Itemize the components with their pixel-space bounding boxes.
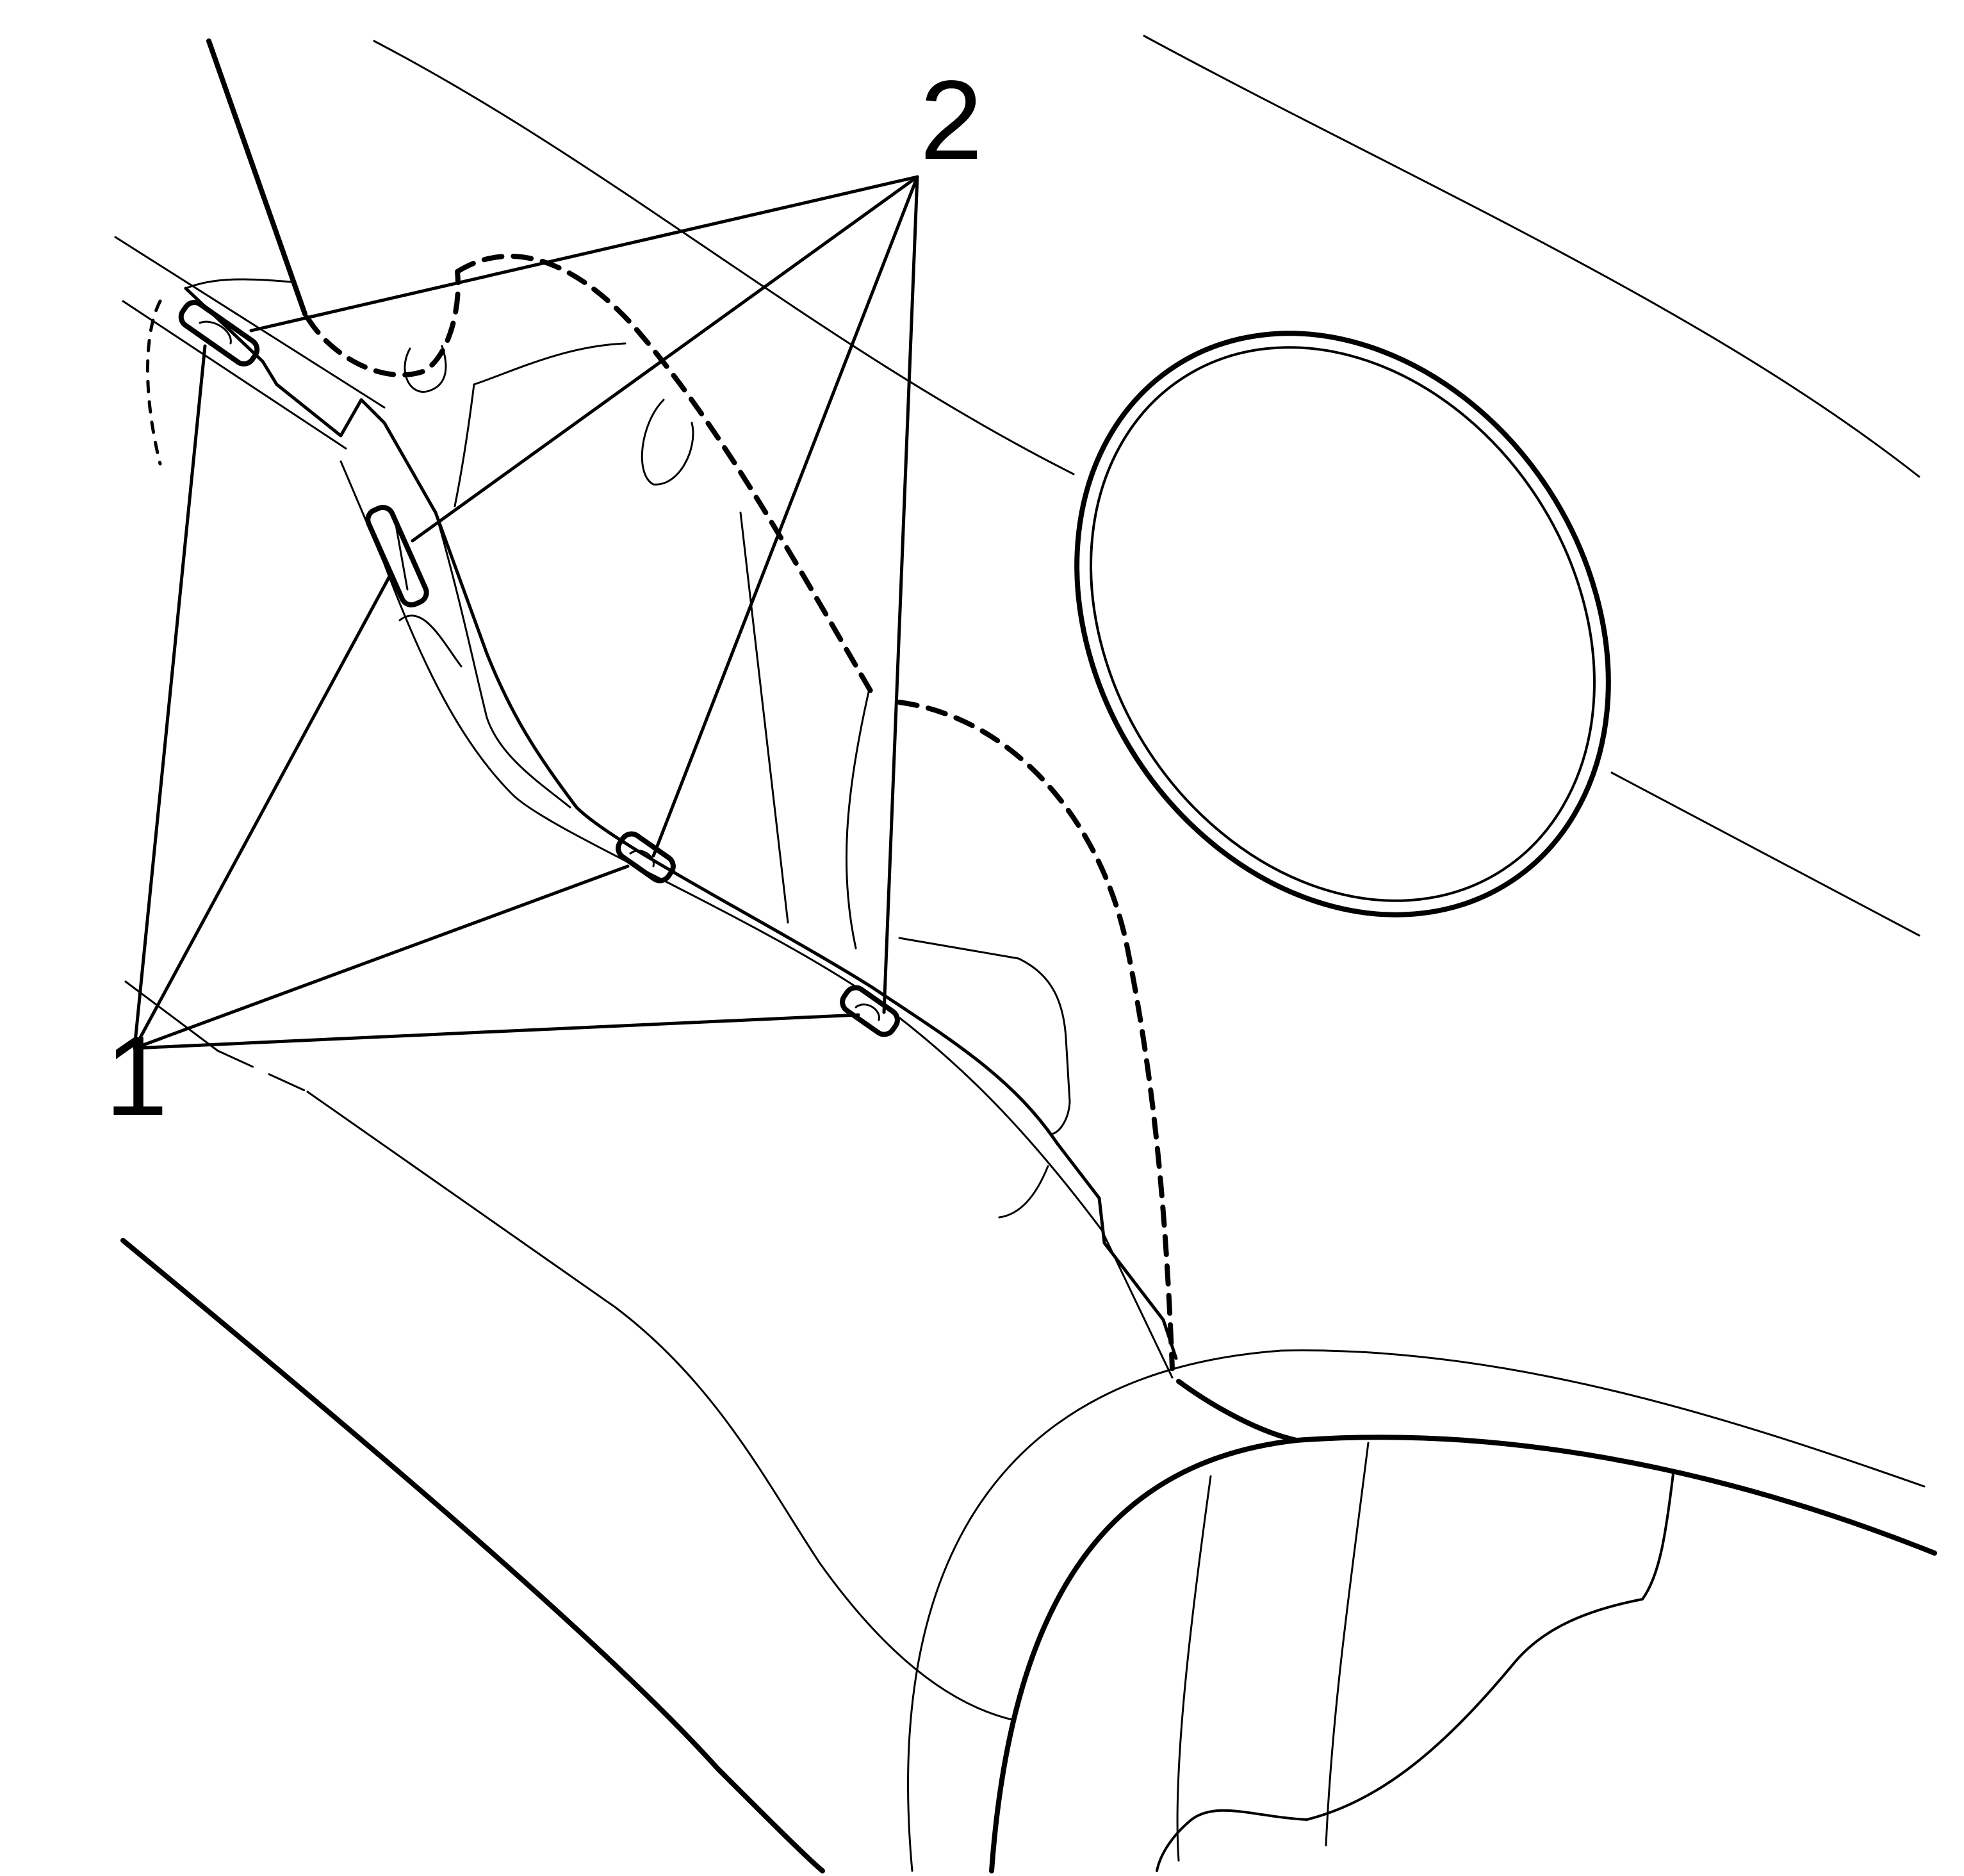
wheelhouse-liner-rib-1 [1176, 1475, 1212, 1862]
shield-inner-contour [340, 460, 1174, 1379]
hood-crease-line [373, 40, 1075, 475]
hidden-lines [146, 253, 1175, 1371]
callout-label-2: 2 [920, 58, 983, 183]
lower-panel-line [1610, 771, 1920, 937]
shield-clip-tab [641, 399, 694, 486]
wheelhouse-liner-rib-2 [1325, 1442, 1370, 1847]
shield-lower-contour [998, 1165, 1049, 1219]
leader-line [882, 175, 919, 1014]
callout-label-1: 1 [105, 1014, 168, 1139]
roof-contour-line [1143, 35, 1920, 478]
shield-rear-bracket [898, 937, 1071, 1135]
hidden-line-fender [217, 1049, 309, 1093]
callout-2-leaders [249, 175, 919, 1014]
hidden-line-arch-lower [897, 700, 1175, 1371]
shield-hidden-bracket-2 [454, 383, 475, 507]
fender-front-edge [120, 1238, 825, 1873]
splash-shield-panel [184, 278, 1178, 1379]
leader-line [411, 175, 919, 543]
shield-hidden-bracket [473, 342, 626, 386]
cowl-top-edge [114, 236, 386, 409]
hidden-line-arch-upper [455, 253, 874, 695]
fender-shoulder-line [306, 1090, 1013, 1721]
callout-1-leaders [133, 344, 860, 1050]
leader-line [651, 175, 919, 858]
shield-outer-contour [184, 286, 1178, 1360]
leader-line [249, 175, 919, 333]
shield-cowl-edge [184, 278, 293, 290]
wheelhouse-liner-contour [1156, 1472, 1674, 1872]
retainer-clip-rear [840, 985, 900, 1037]
hidden-line-clip-loop [305, 269, 461, 378]
shield-flange-edge-2 [398, 614, 462, 668]
retainer-clip-middle [616, 831, 676, 884]
wheel-arch-inner-edge [989, 1435, 1937, 1873]
hidden-line-left-edge [146, 299, 162, 466]
retainer-clip-front-upper [178, 300, 260, 366]
retainer-clips [178, 300, 900, 1037]
leader-line [133, 1013, 860, 1050]
retainer-clip-vertical [365, 504, 429, 608]
shield-hidden-rib [739, 511, 789, 924]
leader-line [133, 572, 393, 1050]
leader-line [133, 344, 207, 1050]
wheel-arch-transition [1176, 1379, 1299, 1443]
windshield-pillar-edge [206, 38, 307, 317]
shield-hidden-rib-2 [845, 691, 870, 950]
leader-line [133, 864, 630, 1050]
fuel-door [1074, 331, 1611, 917]
body-panel-lines [114, 35, 1920, 1873]
cowl-lower-edge [122, 300, 347, 450]
wheel-arch [907, 1349, 1937, 1873]
fuel-door-outer-ring [1074, 331, 1611, 917]
shield-flange-edge [434, 511, 571, 809]
wheel-arch-outer-line [907, 1349, 1926, 1872]
shield-clip-tab-2 [404, 345, 447, 393]
fuel-door-inner-ring [1090, 346, 1596, 902]
